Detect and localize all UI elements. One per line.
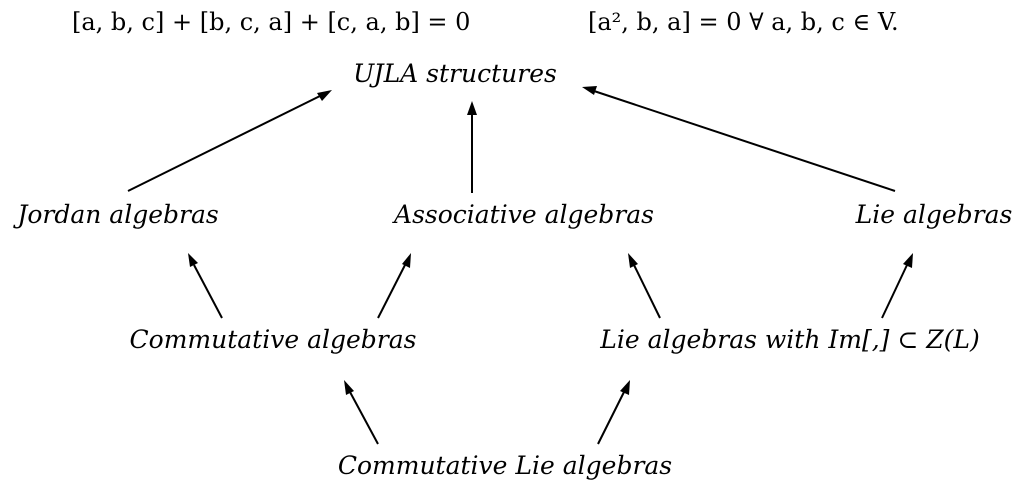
identity-line: [a, b, c] + [b, c, a] + [c, a, b] = 0 [a… [0,4,1024,40]
node-lie-algebras: Lie algebras [855,200,1013,229]
edge-liecenter-to-associative [628,253,661,319]
edge-liecenter-to-lie [881,253,913,319]
jacobi-identity: [a, b, c] + [b, c, a] + [c, a, b] = 0 [72,8,471,36]
edge-jordan-to-ujla [127,90,332,192]
edge-associative-to-ujla [467,101,477,193]
edge-commutative-to-associative [377,253,411,319]
node-commutative-algebras: Commutative algebras [129,325,417,354]
node-lie-algebras-center: Lie algebras with Im[,] ⊂ Z(L) [600,325,980,354]
edge-commlie-to-commutative [344,380,379,445]
edge-lie-to-ujla [582,86,896,192]
node-ujla-structures: UJLA structures [353,59,557,88]
node-associative-algebras: Associative algebras [394,200,654,229]
edge-commlie-to-liecenter [597,380,630,445]
square-identity: [a², b, a] = 0 ∀ a, b, c ∈ V. [588,8,899,36]
node-commutative-lie-algebras: Commutative Lie algebras [337,451,673,480]
node-jordan-algebras: Jordan algebras [17,200,219,229]
edge-commutative-to-jordan [188,253,223,319]
